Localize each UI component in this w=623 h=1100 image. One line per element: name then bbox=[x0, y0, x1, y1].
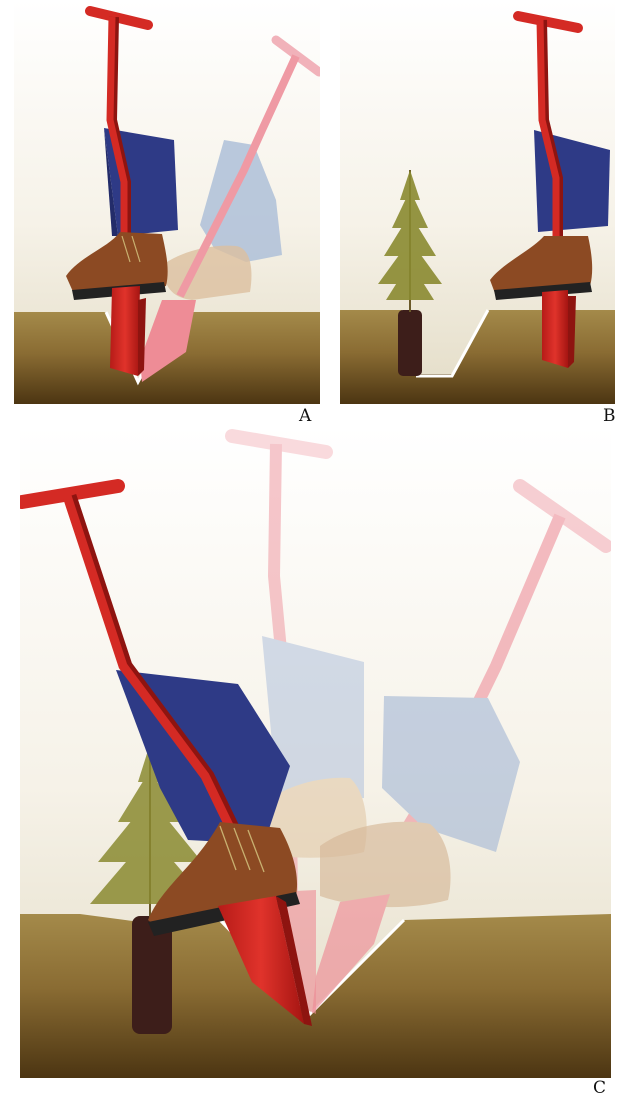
spade-blade bbox=[542, 290, 576, 368]
panel-label-a: A bbox=[299, 408, 311, 425]
panel-a bbox=[14, 0, 320, 404]
panel-c bbox=[20, 426, 611, 1078]
panel-b bbox=[340, 0, 615, 404]
panel-label-c: C bbox=[593, 1080, 606, 1097]
panel-label-b: B bbox=[603, 408, 616, 425]
spade-blade bbox=[110, 286, 146, 376]
